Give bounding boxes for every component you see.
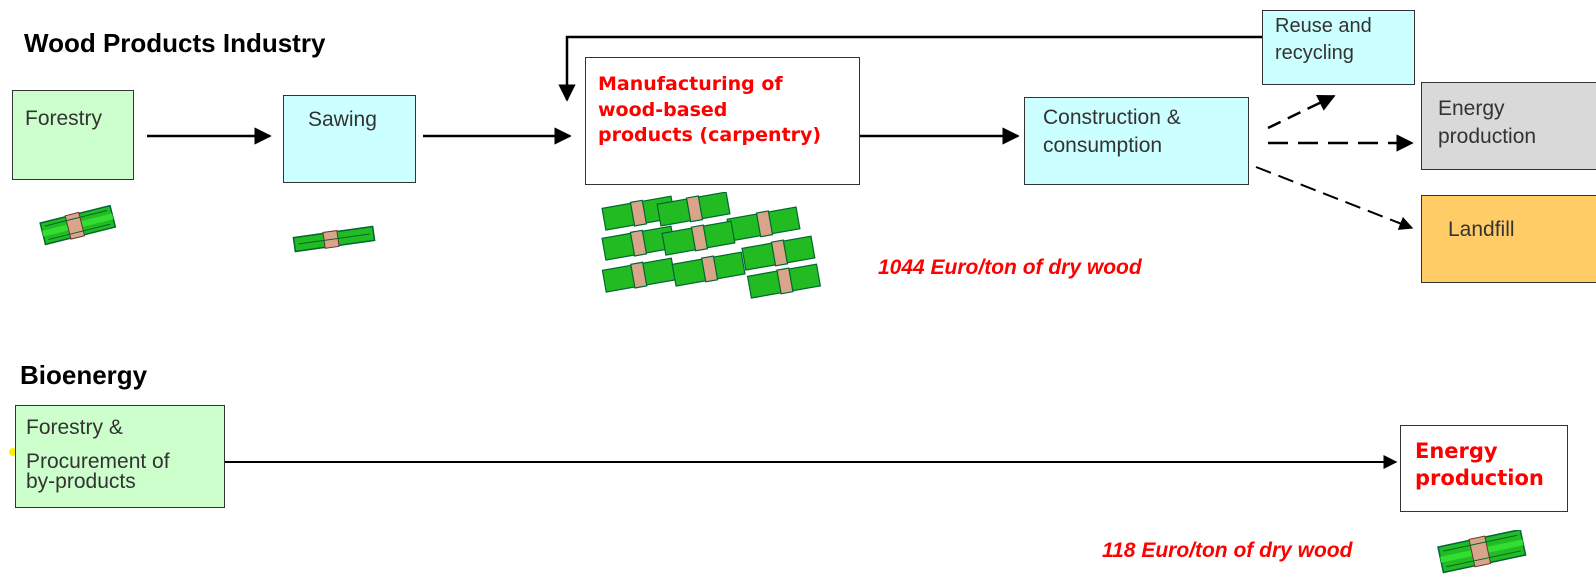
sawing-box: Sawing: [283, 95, 416, 183]
manufacturing-label-line2: wood-based: [598, 98, 728, 121]
landfill-label: Landfill: [1448, 218, 1515, 241]
reuse-recycling-box: Reuse and recycling: [1262, 10, 1415, 85]
money-stack-icon: [1437, 530, 1527, 574]
money-stack-icon: [39, 204, 117, 246]
money-stack-icon: [292, 225, 376, 253]
forestry-box: Forestry: [12, 90, 134, 180]
arrow-reuse-feedback: [558, 35, 1262, 102]
sawing-label: Sawing: [308, 108, 377, 131]
construction-box: Construction & consumption: [1024, 97, 1249, 185]
reuse-label-line1: Reuse and: [1275, 15, 1372, 37]
construction-label-line2: consumption: [1043, 134, 1163, 158]
energy-label-line2: production: [1438, 125, 1537, 149]
energy-production-bio-box: Energy production: [1400, 425, 1568, 512]
reuse-label-line2: recycling: [1275, 42, 1354, 64]
arrow-construction-reuse: [1267, 94, 1336, 130]
forestry-procurement-line2: Procurement of: [26, 450, 170, 474]
manufacturing-label-line1: Manufacturing of: [598, 73, 783, 95]
forestry-label: Forestry: [25, 107, 103, 130]
manufacturing-box: Manufacturing of wood-based products (ca…: [585, 57, 860, 185]
forestry-procurement-line1: Forestry &: [26, 416, 123, 439]
arrow-construction-landfill: [1255, 166, 1414, 230]
landfill-box: Landfill: [1421, 195, 1596, 283]
manufacturing-label-line3: products (carpentry): [598, 124, 822, 147]
money-stack-icon: [601, 192, 822, 299]
bioenergy-title: Bioenergy: [20, 360, 148, 390]
energy-bio-label-line2: production: [1415, 466, 1544, 491]
wood-products-industry-title: Wood Products Industry: [24, 28, 326, 58]
forestry-procurement-line3: by-products: [26, 470, 136, 494]
wood-products-value-label: 1044 Euro/ton of dry wood: [878, 256, 1142, 279]
construction-label-line1: Construction &: [1043, 106, 1181, 129]
bioenergy-value-label: 118 Euro/ton of dry wood: [1102, 539, 1353, 562]
energy-production-box: Energy production: [1421, 82, 1596, 170]
energy-label-line1: Energy: [1438, 97, 1505, 120]
energy-bio-label-line1: Energy: [1415, 439, 1498, 463]
forestry-procurement-box: Forestry & Procurement of by-products: [15, 405, 225, 508]
